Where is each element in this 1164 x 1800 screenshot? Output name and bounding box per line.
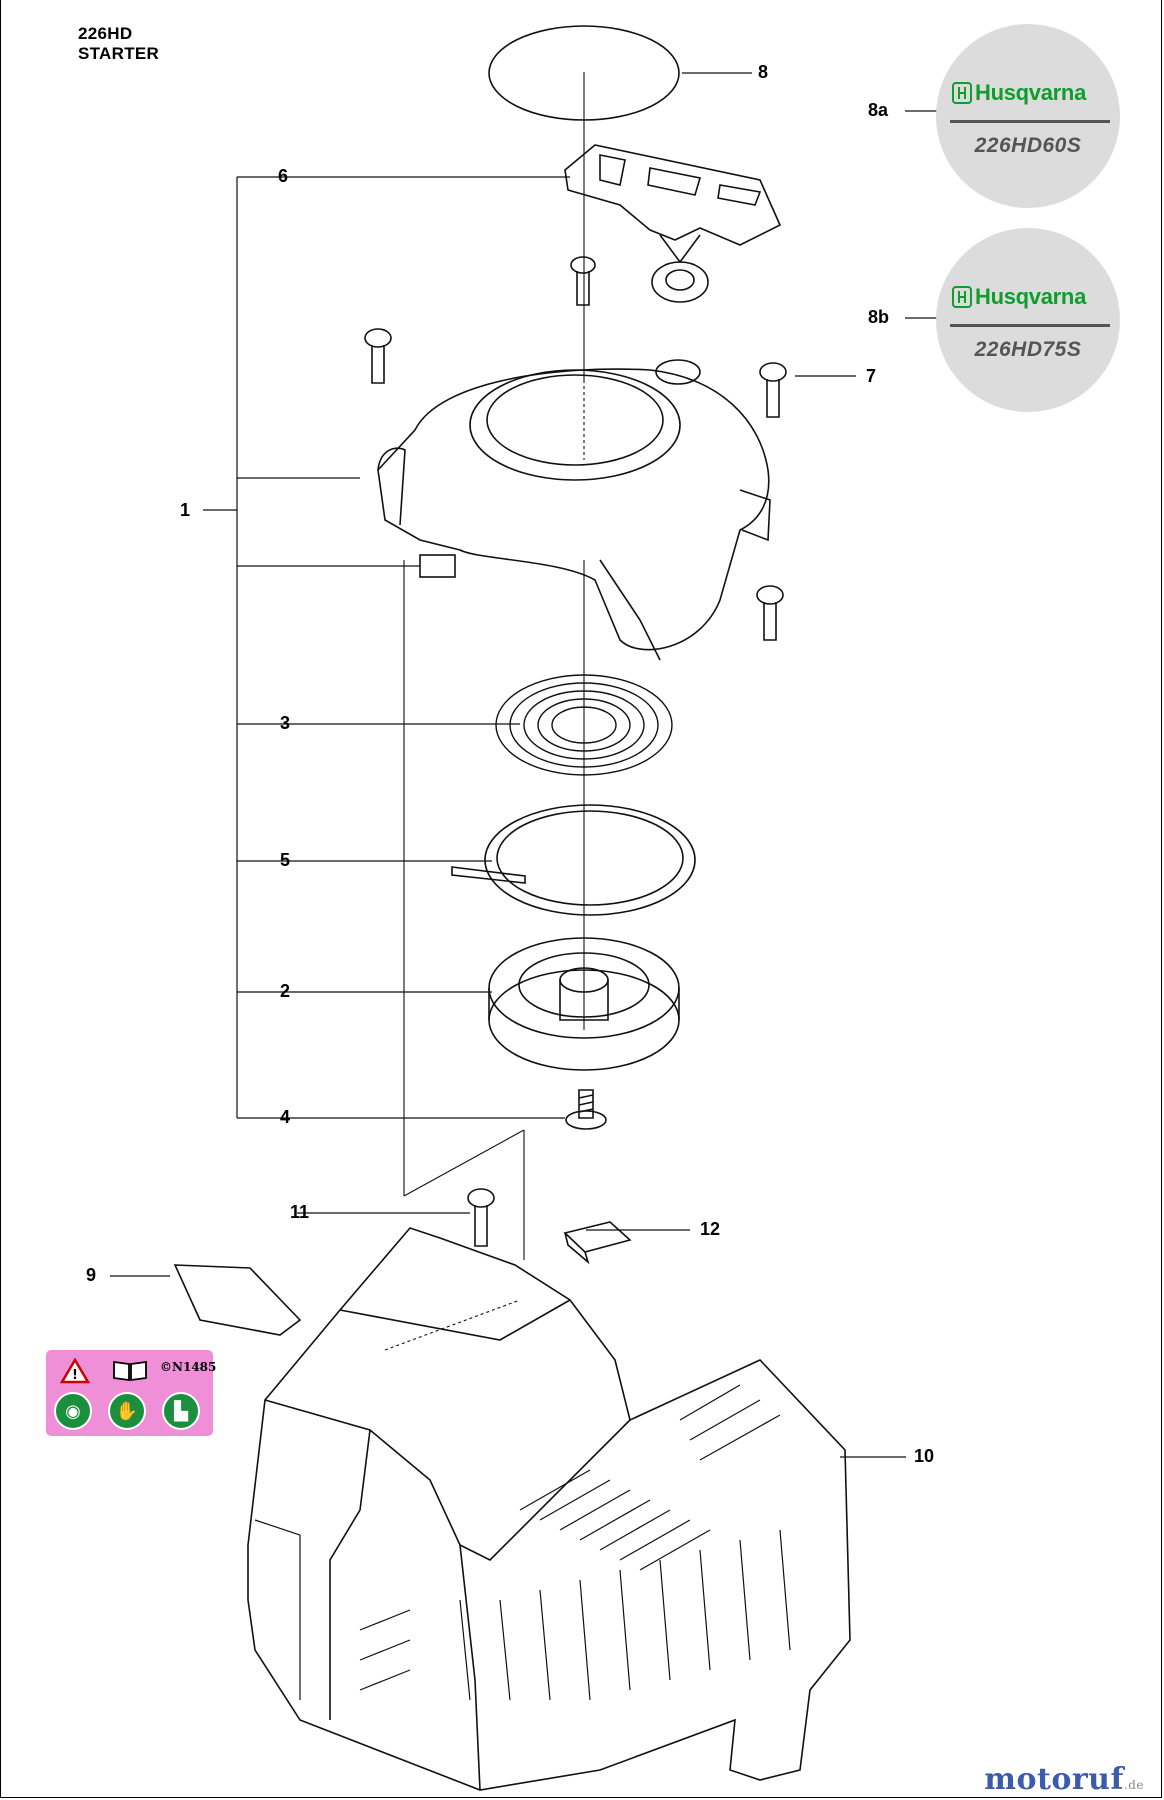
grommet — [563, 1221, 632, 1265]
husqvarna-logo-icon — [952, 82, 972, 104]
callout-12: 12 — [700, 1219, 721, 1239]
callout-8: 8 — [758, 62, 769, 82]
callout-9: 9 — [86, 1265, 97, 1285]
pulley — [488, 937, 680, 1071]
callout-7: 7 — [866, 366, 877, 386]
label-strip — [173, 1264, 302, 1336]
gloves-icon: ✋ — [108, 1392, 146, 1430]
decal-badge-8b: Husqvarna 226HD75S — [936, 228, 1120, 412]
pulley-screw — [565, 1089, 607, 1130]
callout-2: 2 — [280, 981, 291, 1001]
decal-disc — [488, 25, 680, 121]
callout-3: 3 — [280, 713, 291, 733]
section-title: STARTER — [78, 44, 160, 63]
starter-handle — [564, 144, 782, 303]
warning-label: ! ©N1485 ◉ ✋ ▙ — [46, 1350, 217, 1436]
husqvarna-logo-icon — [952, 286, 972, 308]
callout-10: 10 — [914, 1446, 935, 1466]
warning-triangle-icon: ! — [60, 1358, 90, 1384]
starter-rope — [451, 804, 696, 916]
starter-housing — [377, 359, 771, 661]
model-title: 226HD — [78, 24, 133, 43]
manual-book-icon — [113, 1360, 147, 1382]
callout-8a: 8a — [868, 100, 889, 120]
assembly-axis — [384, 72, 585, 1351]
badge-model: 226HD75S — [974, 338, 1082, 361]
decal-badge-8a: Husqvarna 226HD60S — [936, 24, 1120, 208]
callout-5: 5 — [280, 850, 291, 870]
brand-name: Husqvarna — [975, 284, 1087, 309]
warning-code: N1485 — [172, 1360, 217, 1374]
callout-11: 11 — [290, 1202, 310, 1222]
recoil-spring — [495, 674, 673, 776]
site-logo: motoruf.de — [984, 1762, 1144, 1797]
callout-1: 1 — [180, 500, 191, 520]
callout-8b: 8b — [868, 307, 890, 327]
badge-divider — [950, 120, 1110, 123]
badge-model: 226HD60S — [974, 134, 1082, 157]
callout-6: 6 — [278, 166, 289, 186]
callout-4: 4 — [280, 1107, 291, 1127]
screws — [364, 256, 787, 1247]
group-bracket — [203, 176, 420, 1119]
boots-icon: ▙ — [162, 1392, 200, 1430]
badge-divider — [950, 324, 1110, 327]
svg-text:!: ! — [72, 1368, 78, 1383]
brand-name: Husqvarna — [975, 80, 1087, 105]
leader-lines — [110, 72, 940, 1458]
ear-eye-protection-icon: ◉ — [54, 1392, 92, 1430]
engine-cover — [247, 1227, 851, 1791]
